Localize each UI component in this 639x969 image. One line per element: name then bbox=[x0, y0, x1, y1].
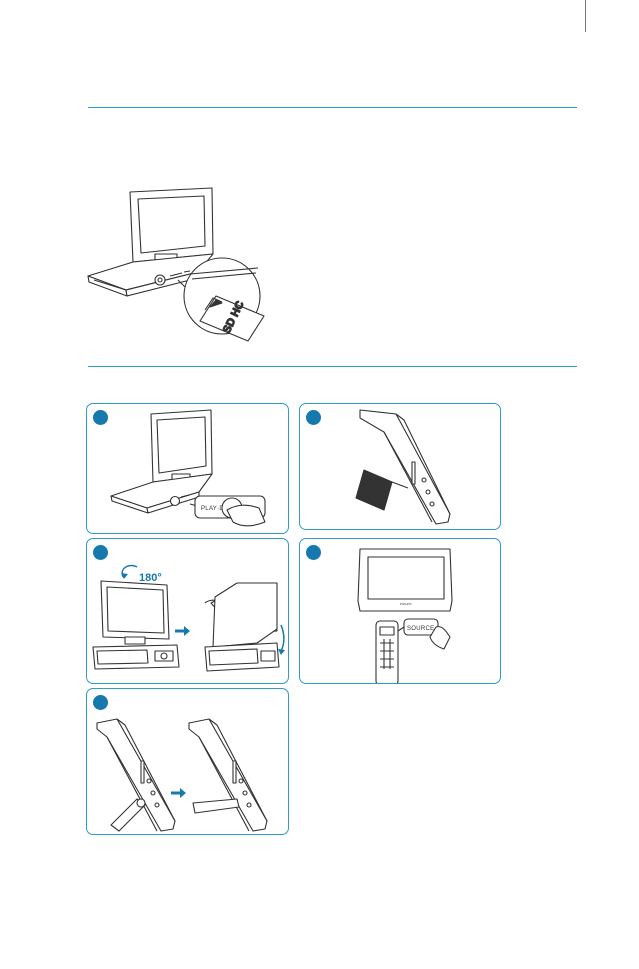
brand-mark: PHILIPS bbox=[400, 602, 412, 606]
step-4-panel: PHILIPS SOURCE bbox=[299, 538, 501, 684]
step-2-panel bbox=[299, 403, 501, 530]
side-card-slot-illustration bbox=[300, 404, 501, 530]
rotation-angle-label: 180° bbox=[139, 572, 162, 584]
sd-card-insert-illustration: SD HC bbox=[86, 184, 276, 344]
play-button-illustration: PLAY·DL bbox=[87, 404, 289, 534]
source-button-label: SOURCE bbox=[407, 626, 434, 632]
source-button-illustration: PHILIPS SOURCE bbox=[300, 539, 501, 684]
section-rule-top bbox=[88, 107, 577, 108]
step-3-panel: 180° bbox=[86, 538, 289, 684]
rotate-screen-illustration: 180° bbox=[87, 539, 289, 684]
step-1-panel: PLAY·DL bbox=[86, 403, 289, 534]
stand-illustration bbox=[87, 689, 289, 835]
section-rule-middle bbox=[88, 366, 577, 367]
step-5-panel bbox=[86, 688, 289, 835]
page-edge-line bbox=[585, 0, 586, 32]
